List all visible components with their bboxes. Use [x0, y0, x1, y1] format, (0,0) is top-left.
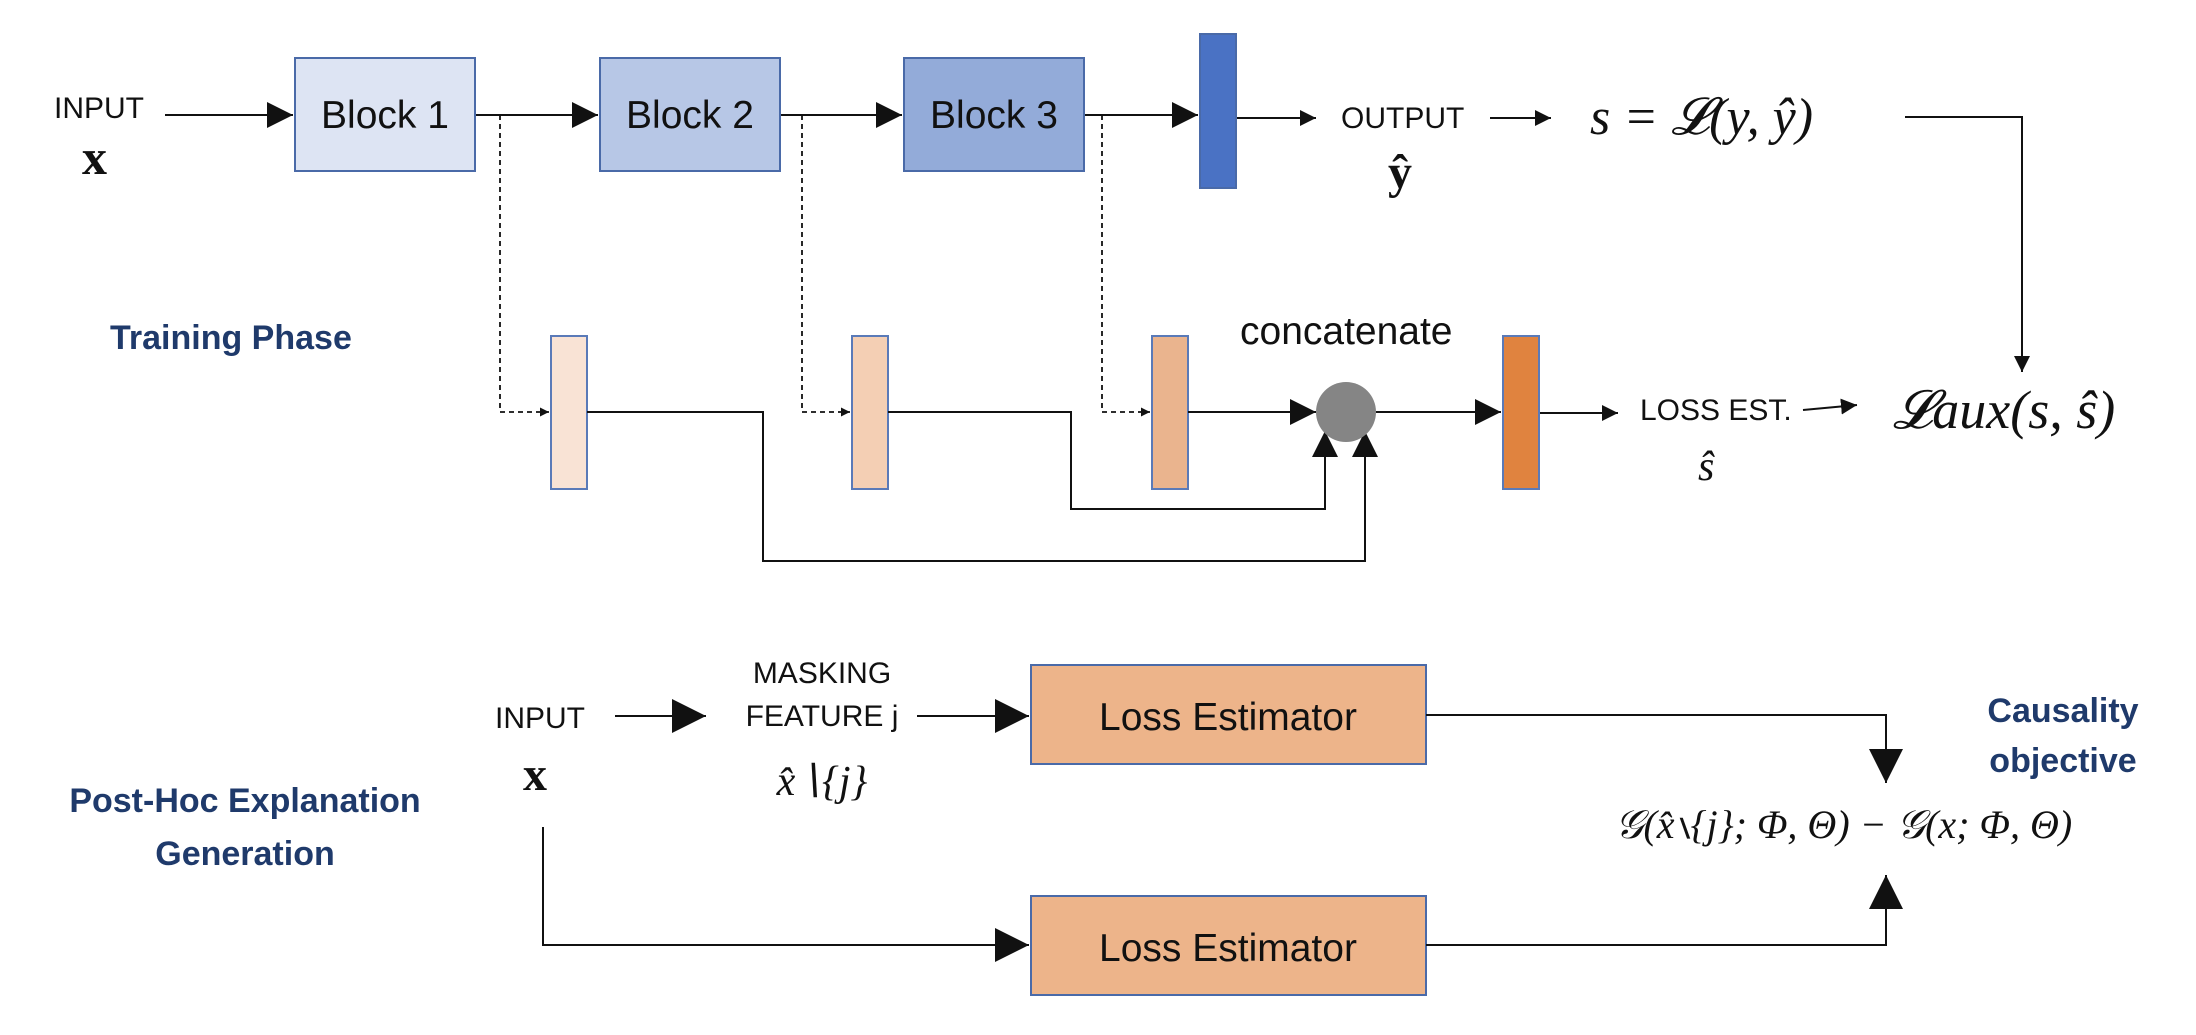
training-phase-label: Training Phase — [110, 319, 352, 357]
causality-label-line1: Causality — [1987, 692, 2138, 730]
arrow-input-estimator-bottom — [542, 827, 1029, 962]
dashed-tap-block2 — [801, 115, 850, 417]
posthoc-phase-label-line1: Post-Hoc Explanation — [69, 782, 420, 820]
route-est1-concat — [587, 411, 1378, 562]
loss-est-symbol: ŝ — [1698, 444, 1715, 490]
training-section: INPUT x Block 1 Block 2 Block 3 OUTPUT ŷ… — [54, 33, 2115, 562]
masking-label-line2: FEATURE j — [746, 700, 899, 733]
dashed-tap-block3 — [1101, 115, 1150, 417]
masking-label-line1: MASKING — [753, 657, 891, 690]
concatenate-node — [1316, 382, 1376, 442]
block-3-label: Block 3 — [930, 94, 1058, 137]
loss-estimator-top-label: Loss Estimator — [1099, 696, 1357, 739]
training-input-symbol: x — [82, 129, 107, 185]
causality-objective-formula: 𝒢(x̂∖{j}; Φ, Θ) − 𝒢(x; Φ, Θ) — [1615, 802, 2072, 847]
posthoc-input-symbol: x — [523, 748, 547, 801]
output-label: OUTPUT — [1341, 102, 1464, 135]
posthoc-section: Post-Hoc Explanation Generation INPUT x … — [69, 657, 2139, 996]
loss-est-label: LOSS EST. — [1640, 394, 1792, 427]
block-3 — [903, 57, 1085, 172]
output-symbol: ŷ — [1388, 146, 1412, 199]
dashed-tap-block1 — [499, 115, 549, 417]
route-est2-concat — [888, 411, 1338, 510]
masked-input-symbol: x̂∖{j} — [776, 759, 868, 805]
loss-estimator-bottom-label: Loss Estimator — [1099, 927, 1357, 970]
posthoc-phase-label-line2: Generation — [155, 835, 334, 873]
training-input-label: INPUT — [54, 92, 144, 125]
output-layer-bar — [1199, 33, 1237, 189]
block-1-label: Block 1 — [321, 94, 449, 137]
loss-formula: s = 𝓛(y, ŷ) — [1590, 89, 1813, 146]
block-2-label: Block 2 — [626, 94, 754, 137]
causality-label-line2: objective — [1989, 742, 2136, 780]
block-1 — [294, 57, 476, 172]
arrow-estimator-bottom-objective — [1426, 875, 1903, 946]
block-2 — [599, 57, 781, 172]
estimator-bar-3 — [1151, 335, 1189, 490]
estimator-bar-2 — [851, 335, 889, 490]
posthoc-input-label: INPUT — [495, 702, 585, 735]
loss-estimator-bottom — [1030, 895, 1427, 996]
arrow-lossest-auxloss — [1802, 398, 1858, 415]
final-estimator-bar — [1502, 335, 1540, 490]
arrow-estimator-top-objective — [1426, 714, 1903, 783]
concatenate-label: concatenate — [1240, 310, 1453, 353]
loss-estimator-top — [1030, 664, 1427, 765]
aux-loss-formula: 𝓛aux(s, ŝ) — [1893, 380, 2115, 440]
estimator-bar-1 — [550, 335, 588, 490]
arrow-formula-auxloss — [1905, 116, 2030, 372]
